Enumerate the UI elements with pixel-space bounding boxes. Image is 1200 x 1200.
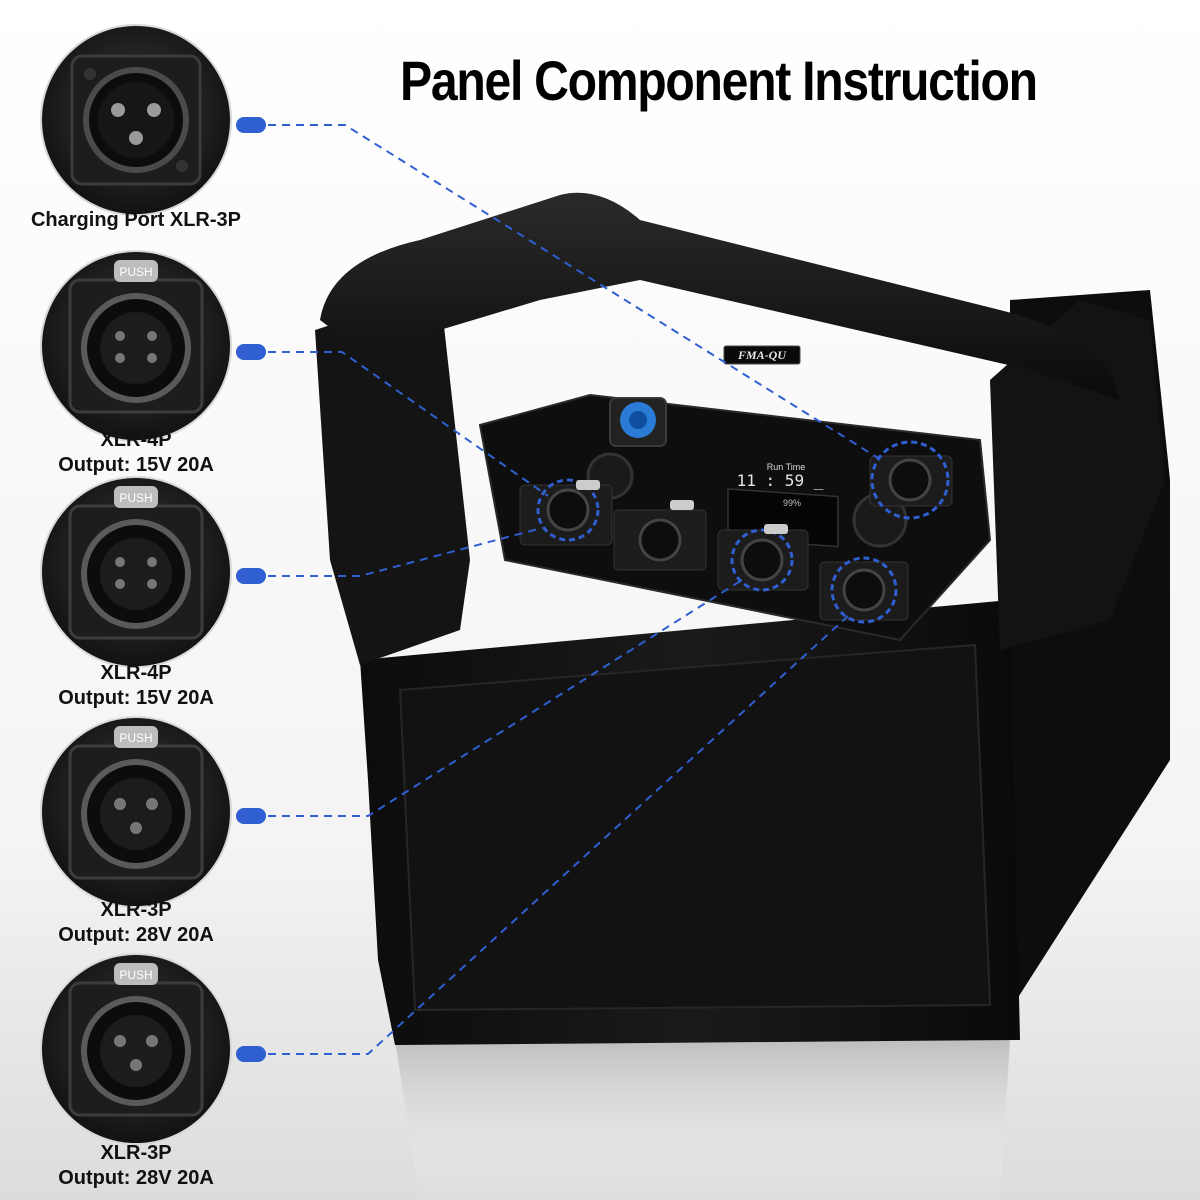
brand-badge <box>723 345 801 365</box>
xlr3-b-name: XLR-3P <box>100 1142 172 1164</box>
latch-label: PUSH <box>119 731 152 745</box>
panel-socket-xlr3-b <box>819 556 909 624</box>
xlr-4p-female-icon: PUSH <box>68 486 204 640</box>
charging-port-marker <box>236 117 266 133</box>
xlr-3p-male-icon <box>70 54 202 186</box>
latch-label: PUSH <box>119 968 152 982</box>
xlr3-b-thumbnail: PUSH <box>42 955 230 1143</box>
xlr3-a-thumbnail: PUSH <box>42 718 230 906</box>
panel-socket-xlr3-a <box>717 524 809 592</box>
xlr3-a-name: XLR-3P <box>100 899 172 921</box>
charging-port-name: Charging Port XLR-3P <box>30 209 241 231</box>
xlr3-b-output: Output: 28V 20A <box>58 1167 214 1189</box>
xlr-3p-female-icon: PUSH <box>68 726 204 880</box>
xlr4-b-marker <box>236 568 266 584</box>
xlr4-a-name: XLR-4P <box>100 429 172 451</box>
leader-line-xlr3-a <box>268 579 743 817</box>
display-value: 11 : 59 _ <box>737 471 824 490</box>
display-header: Run Time <box>767 462 806 472</box>
xlr4-b-output: Output: 15V 20A <box>58 687 214 709</box>
leader-line-charging <box>268 124 879 459</box>
xlr4-a-thumbnail: PUSH <box>42 252 230 440</box>
leader-line-xlr4-a <box>268 351 549 497</box>
left-pillar <box>315 290 470 665</box>
powercon-inlet <box>609 397 667 447</box>
xlr3-b-label: XLR-3P Output: 28V 20A <box>0 1141 272 1191</box>
latch-label: PUSH <box>119 491 152 505</box>
front-panel-inset <box>398 643 992 1012</box>
latch-label: PUSH <box>119 265 152 279</box>
xlr4-b-thumbnail: PUSH <box>42 478 230 666</box>
xlr4-a-marker <box>236 344 266 360</box>
display-percent: 99% <box>783 498 801 508</box>
charging-port-label: Charging Port XLR-3P <box>0 208 272 233</box>
xlr4-a-output: Output: 15V 20A <box>58 454 214 476</box>
xlr4-b-label: XLR-4P Output: 15V 20A <box>0 661 272 711</box>
xlr-4p-female-icon: PUSH <box>68 260 204 414</box>
xlr3-a-marker <box>236 808 266 824</box>
carry-handle <box>320 192 1120 400</box>
leader-line-xlr3-b <box>268 615 849 1055</box>
xlr4-a-label: XLR-4P Output: 15V 20A <box>0 428 272 478</box>
floor-reflection <box>395 1040 1010 1200</box>
page-title: Panel Component Instruction <box>400 49 1038 112</box>
panel-socket-xlr4-a <box>519 478 613 546</box>
xlr3-a-output: Output: 28V 20A <box>58 924 214 946</box>
panel-charging-port <box>869 440 953 520</box>
xlr-3p-female-icon: PUSH <box>68 963 204 1117</box>
xlr4-b-name: XLR-4P <box>100 662 172 684</box>
charging-port-thumbnail <box>42 26 230 214</box>
brand-logo: FMA-QU <box>737 348 787 362</box>
xlr3-a-label: XLR-3P Output: 28V 20A <box>0 898 272 948</box>
xlr3-b-marker <box>236 1046 266 1062</box>
panel-socket-xlr4-b <box>613 500 707 571</box>
right-pillar <box>990 300 1165 650</box>
leader-line-xlr4-b <box>268 527 543 577</box>
